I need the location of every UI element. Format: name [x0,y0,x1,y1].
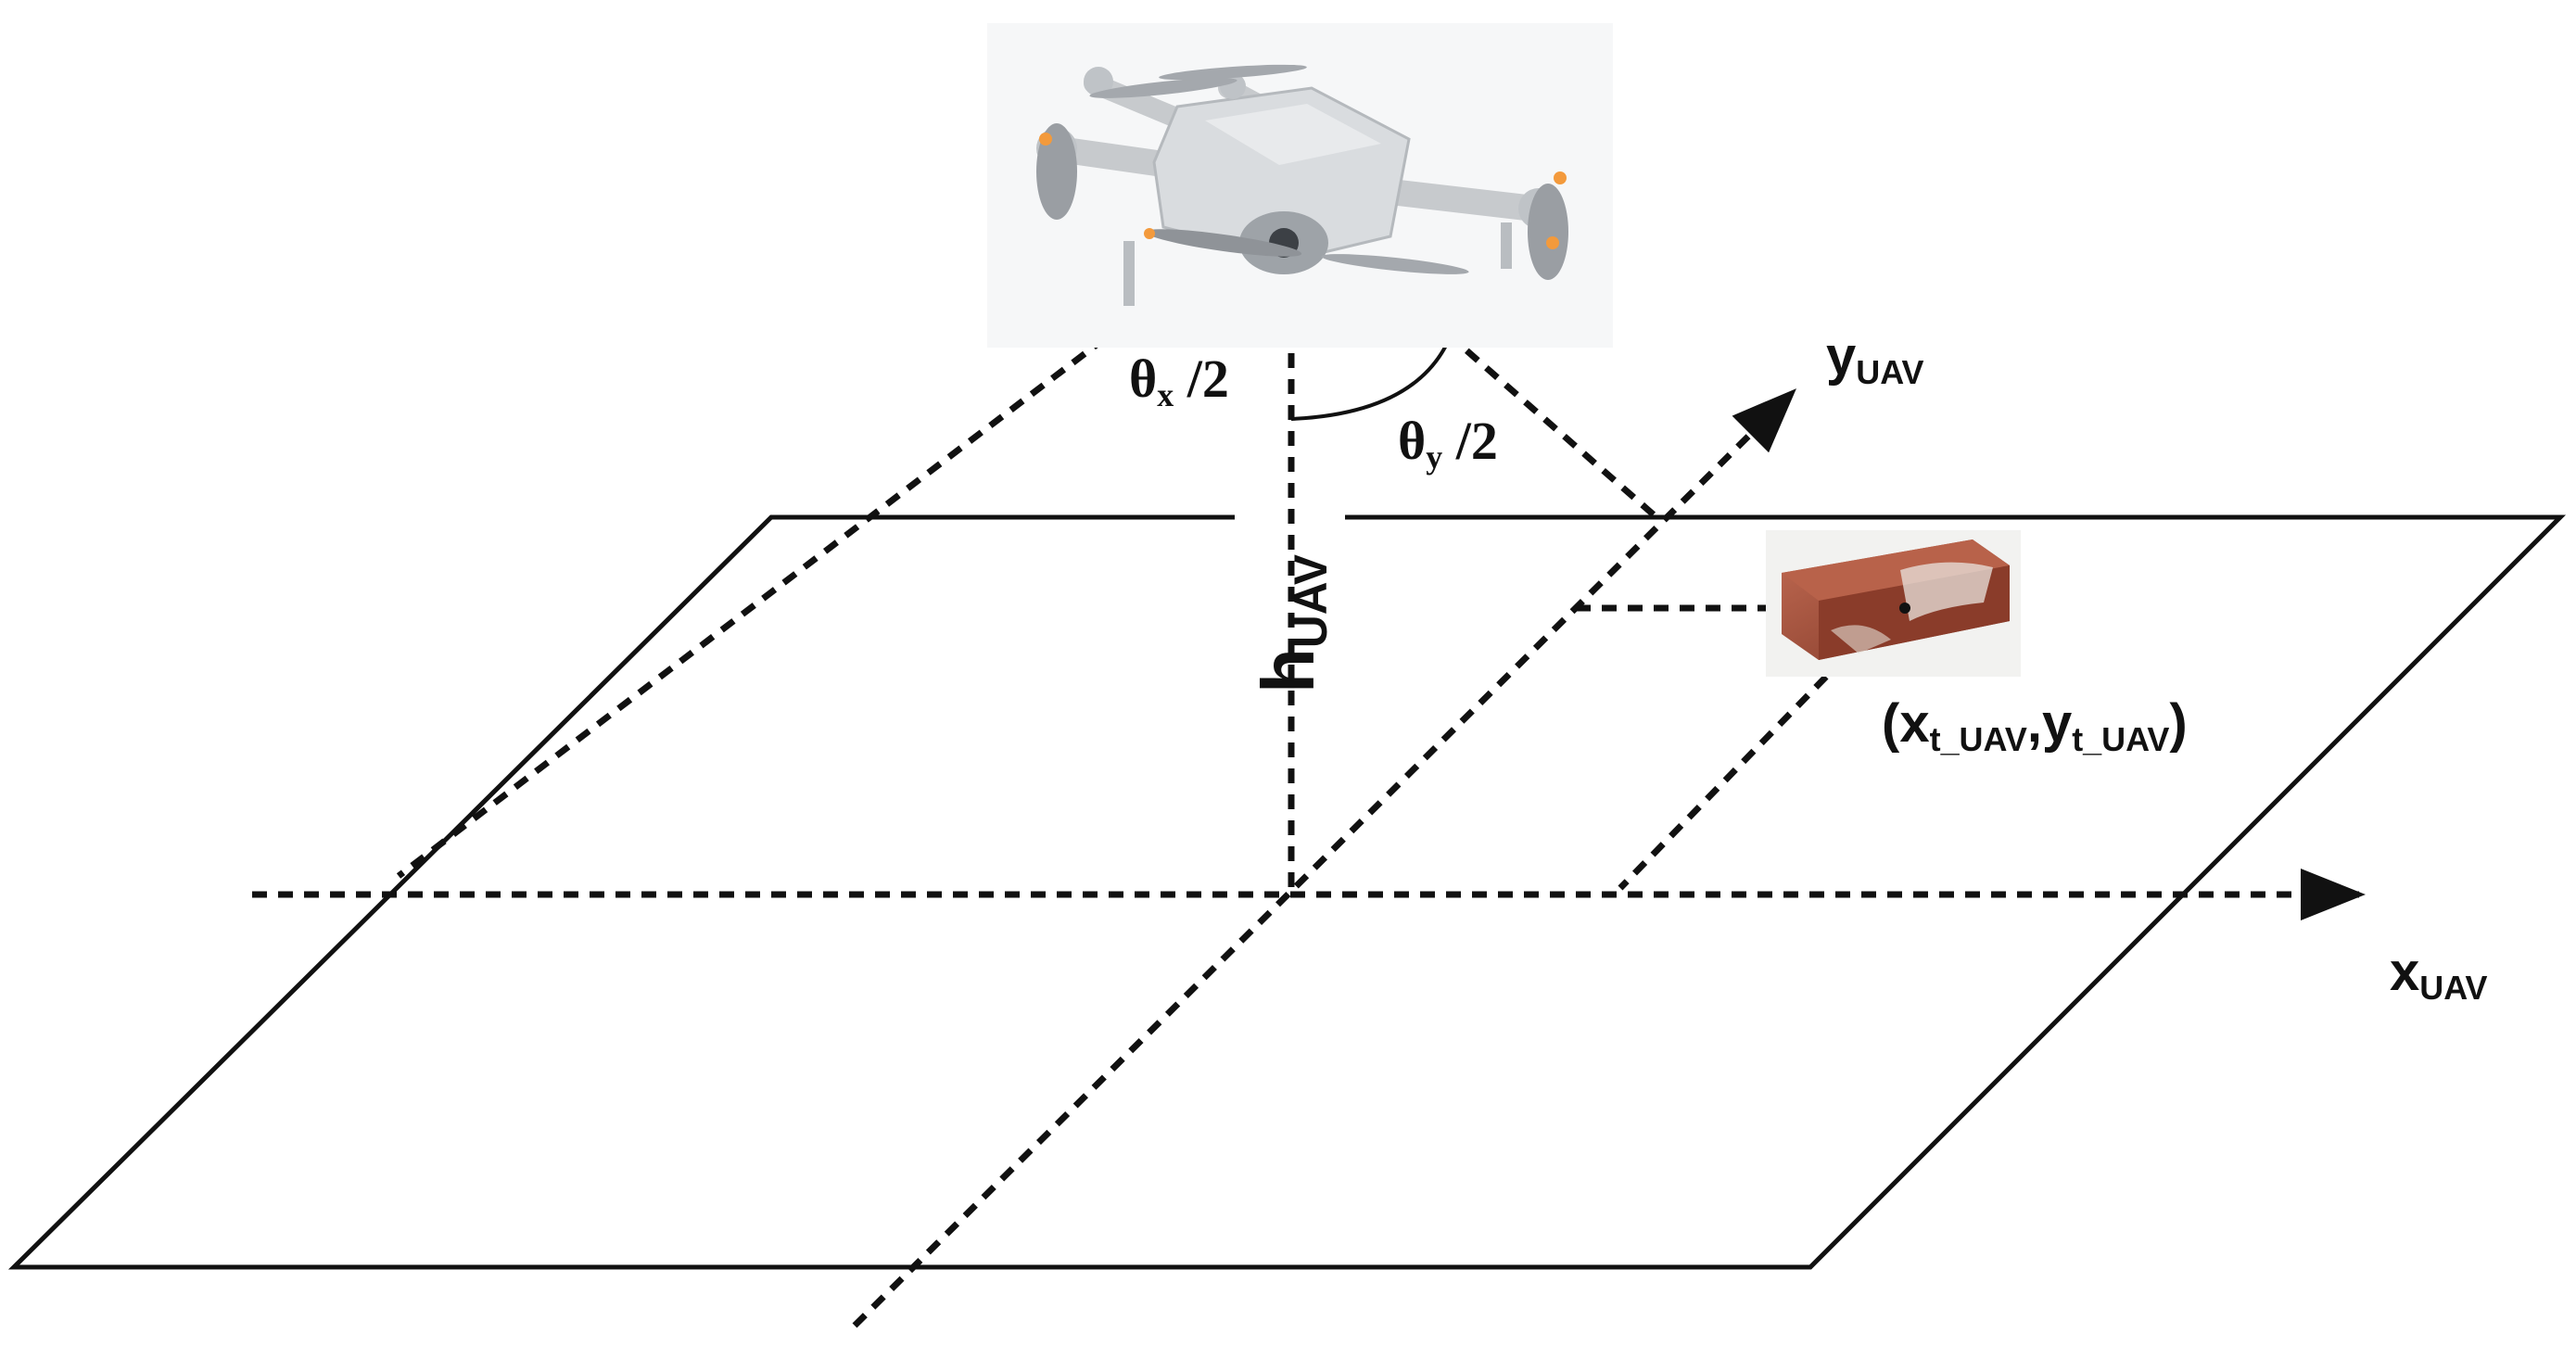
theta-x-half-label: θx /2 [1129,349,1229,414]
theta-y-half-label: θy /2 [1398,411,1498,476]
brick-icon [1766,530,2021,677]
target-coordinates-label: (xt_UAV,yt_UAV) [1882,693,2188,759]
height-label: hUAV [1247,554,1337,693]
x-axis-label: xUAV [2390,942,2488,1008]
y-axis-line [852,388,1796,1328]
drone-icon [987,23,1613,348]
y-axis-label: yUAV [1826,326,1924,392]
angle-arc-theta-y [1290,335,1453,421]
target-projection-x [1618,674,1829,891]
